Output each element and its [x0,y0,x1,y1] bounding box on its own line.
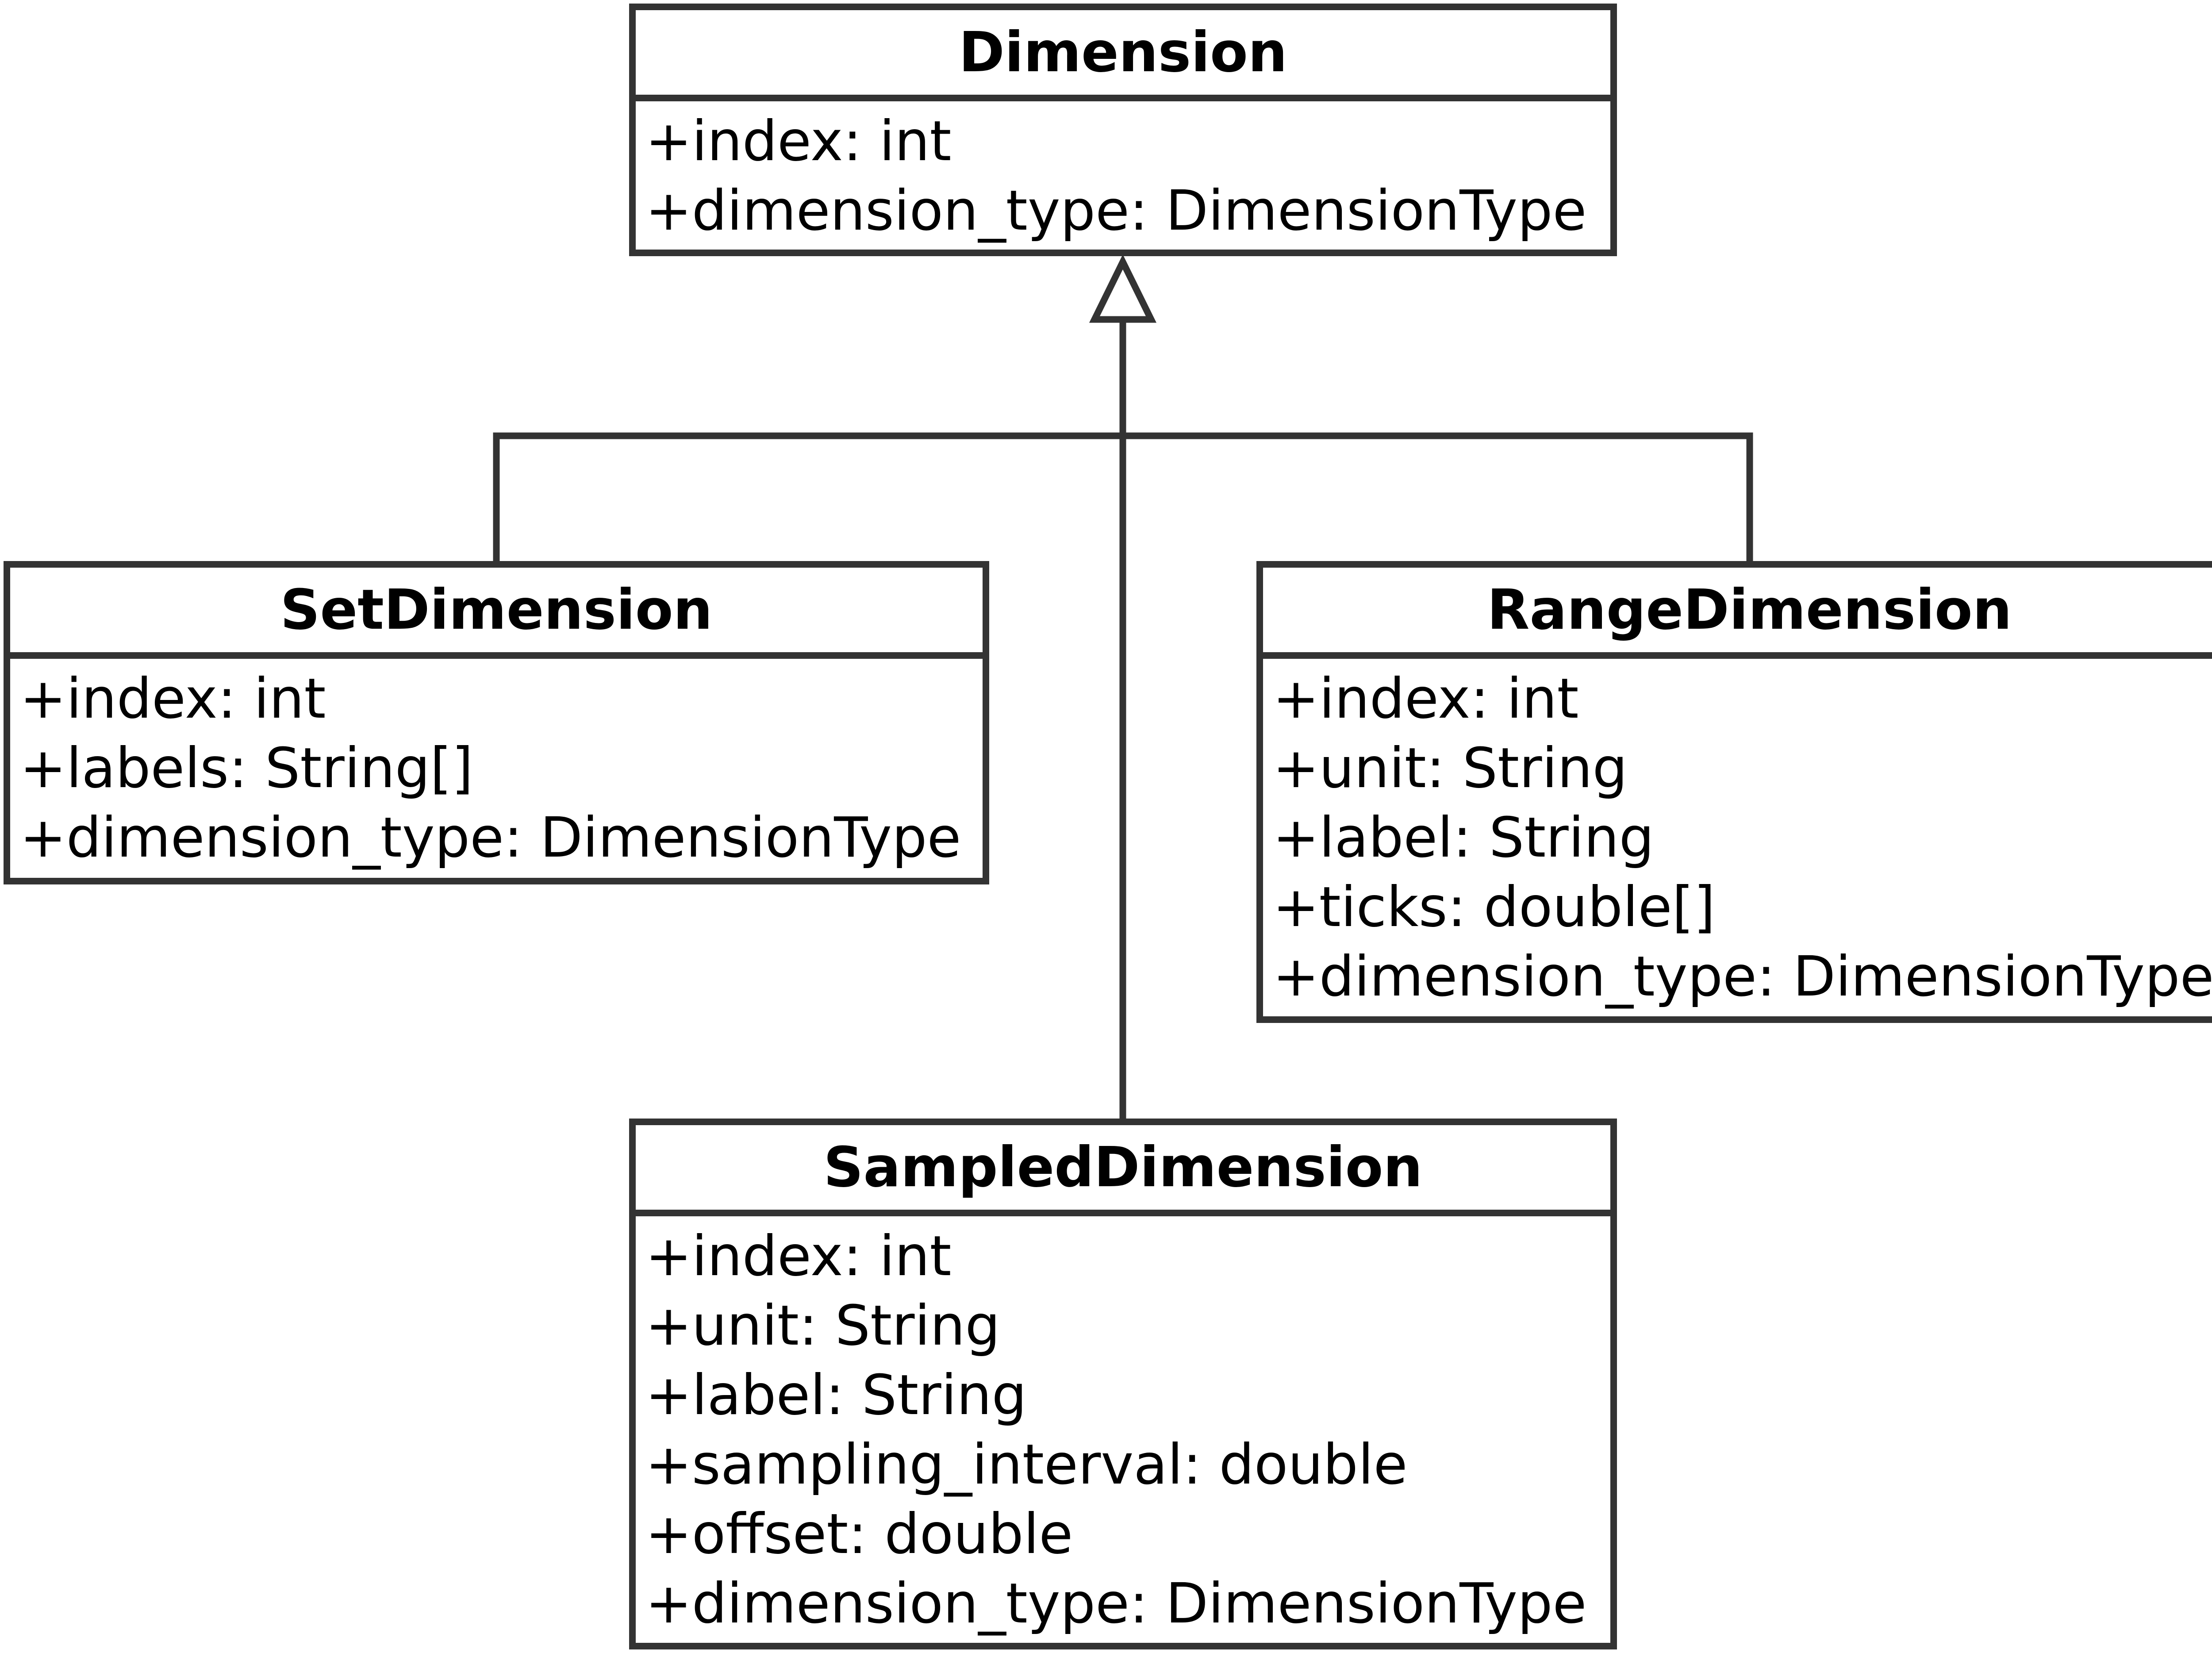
attribute: +offset: double [645,1502,1073,1566]
class-name: SetDimension [10,568,983,659]
attribute: +dimension_type: DimensionType [645,1572,1587,1636]
attribute: +unit: String [1273,736,1628,800]
attribute: +index: int [1273,667,1579,731]
attribute: +dimension_type: DimensionType [645,179,1587,243]
class-attributes: +index: int +dimension_type: DimensionTy… [636,101,1610,246]
attribute: +ticks: double[] [1273,875,1716,939]
attribute: +label: String [645,1363,1027,1427]
attribute: +index: int [645,1224,952,1288]
class-name: Dimension [636,10,1610,101]
class-range-dimension[interactable]: RangeDimension +index: int +unit: String… [1256,561,2212,1023]
class-name: RangeDimension [1263,568,2212,659]
attribute: +labels: String[] [20,736,473,800]
class-sampled-dimension[interactable]: SampledDimension +index: int +unit: Stri… [629,1119,1617,1649]
attribute: +label: String [1273,806,1654,870]
attribute: +dimension_type: DimensionType [1273,945,2212,1009]
attribute: +unit: String [645,1294,1000,1358]
attribute: +sampling_interval: double [645,1433,1408,1497]
class-attributes: +index: int +labels: String[] +dimension… [10,659,983,873]
class-name: SampledDimension [636,1125,1610,1216]
attribute: +dimension_type: DimensionType [20,806,961,870]
class-dimension[interactable]: Dimension +index: int +dimension_type: D… [629,4,1617,256]
generalization-arrowhead [1089,254,1157,323]
class-attributes: +index: int +unit: String +label: String… [1263,659,2212,1011]
class-set-dimension[interactable]: SetDimension +index: int +labels: String… [4,561,989,884]
attribute: +index: int [645,109,952,173]
class-attributes: +index: int +unit: String +label: String… [636,1216,1610,1638]
attribute: +index: int [20,667,326,731]
